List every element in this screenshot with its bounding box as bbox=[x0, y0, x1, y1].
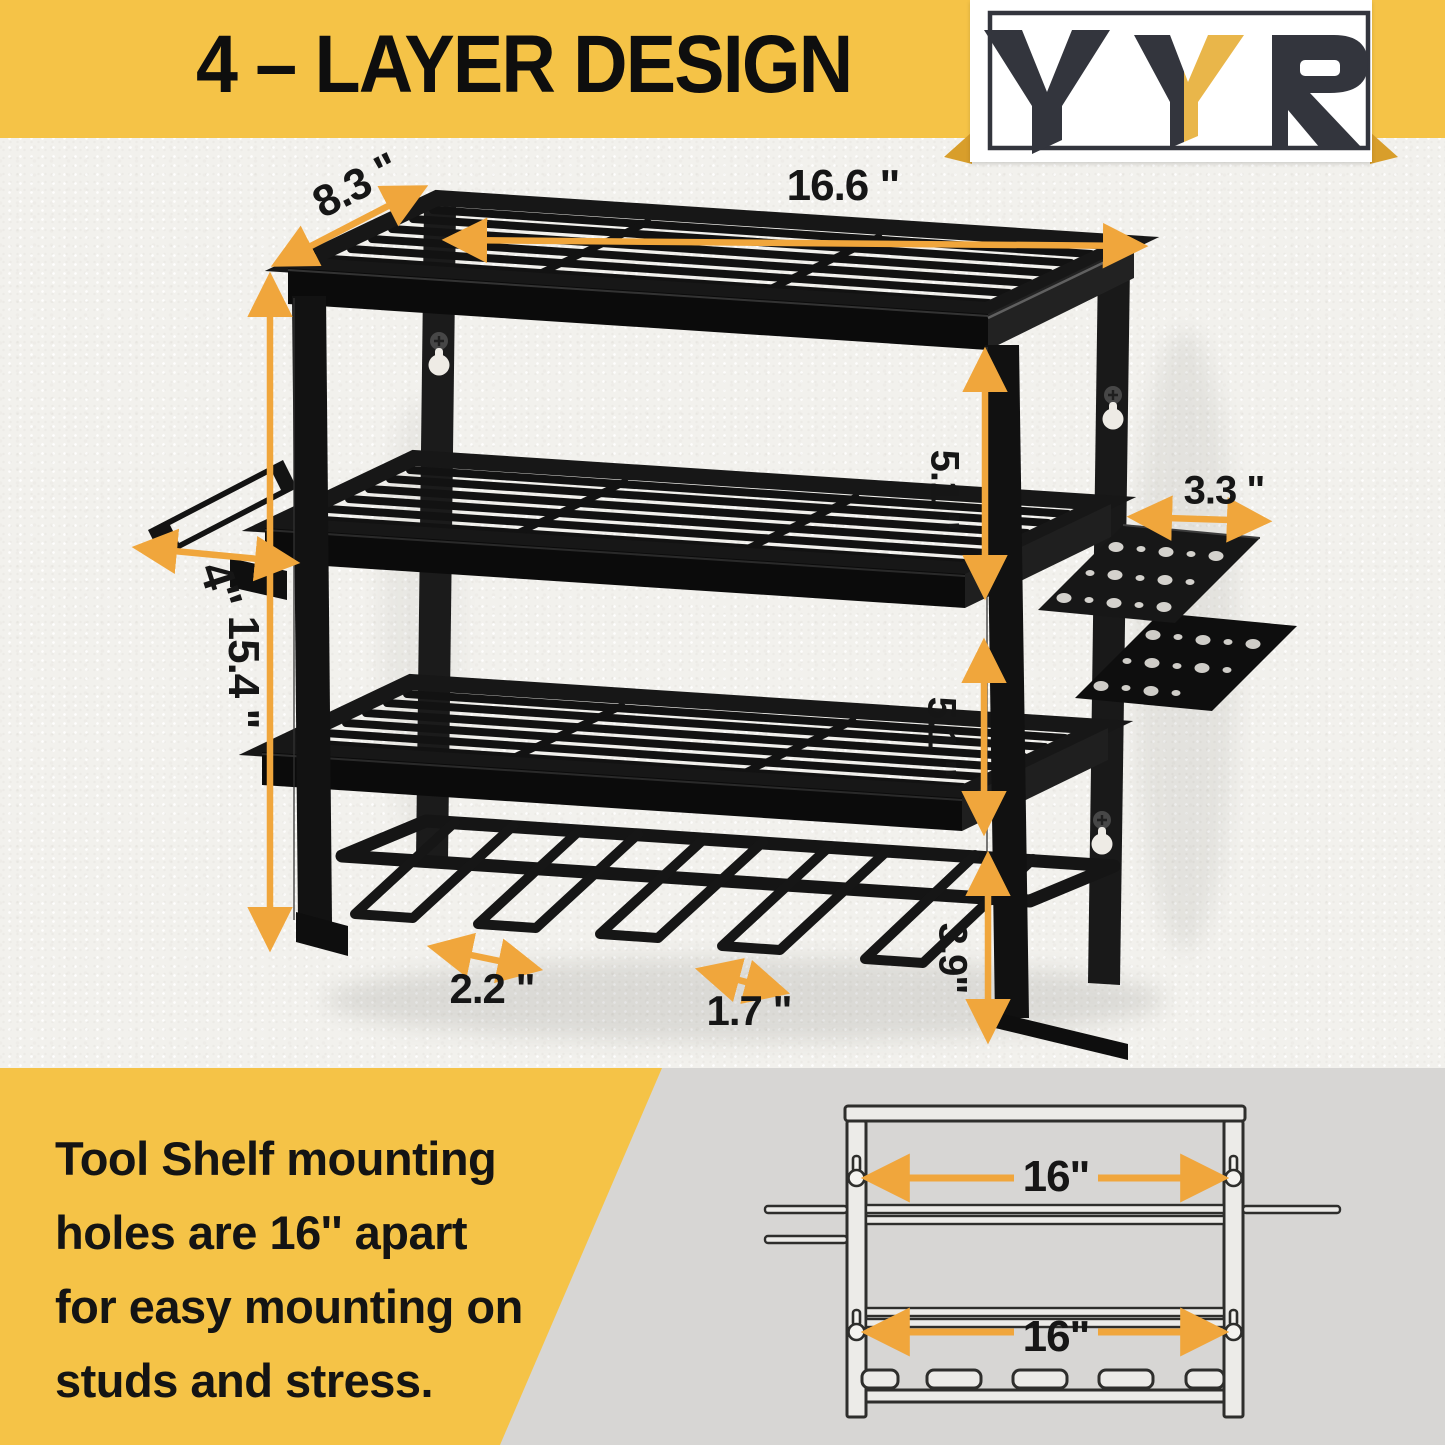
dimension-arrows bbox=[131, 185, 1273, 1045]
dim-label-side-plate: 3.3 " bbox=[1183, 468, 1266, 513]
logo-letter-y2-gold bbox=[1184, 35, 1244, 142]
dim-label-hook-gap-b: 1.7 " bbox=[706, 987, 793, 1034]
caption-line: holes are 16'' apart bbox=[55, 1206, 468, 1259]
caption-text: Tool Shelf mounting holes are 16'' apart… bbox=[55, 1122, 523, 1418]
dim-label-hook-gap-a: 2.2 " bbox=[449, 965, 536, 1012]
logo-letter-r bbox=[1272, 35, 1368, 148]
shelf-layer-1 bbox=[264, 189, 1160, 350]
front-posts bbox=[292, 296, 1128, 1060]
diagram-label-mount-top: 16" bbox=[1022, 1152, 1091, 1201]
side-plates-right bbox=[1038, 524, 1297, 711]
caption-line: studs and stress. bbox=[55, 1354, 434, 1407]
dim-label-gap-mid: 5.1 " bbox=[919, 696, 964, 778]
dim-label-gap-top: 5.1 " bbox=[922, 449, 967, 531]
dim-label-width: 16.6 " bbox=[786, 161, 901, 210]
logo-letter-y2-dark bbox=[1134, 35, 1184, 148]
caption-line: Tool Shelf mounting bbox=[55, 1132, 497, 1185]
brand-logo-icon bbox=[984, 10, 1371, 154]
dim-label-height: 15.4 " bbox=[219, 615, 268, 729]
rear-view-diagram bbox=[763, 1104, 1342, 1419]
shelf-layer-3 bbox=[238, 673, 1134, 831]
brand-logo bbox=[970, 0, 1372, 162]
top-banner: 4 – LAYER DESIGN bbox=[0, 0, 1445, 138]
caption-line: for easy mounting on bbox=[55, 1280, 523, 1333]
keyhole-icon bbox=[847, 1154, 1243, 1342]
dim-label-gap-bottom: 3.9" bbox=[930, 922, 975, 994]
diagram-label-mount-bottom: 16" bbox=[1022, 1312, 1091, 1361]
logo-letter-y1 bbox=[984, 30, 1110, 154]
page-title: 4 – LAYER DESIGN bbox=[196, 19, 853, 111]
shelf-layer-2 bbox=[241, 449, 1137, 608]
